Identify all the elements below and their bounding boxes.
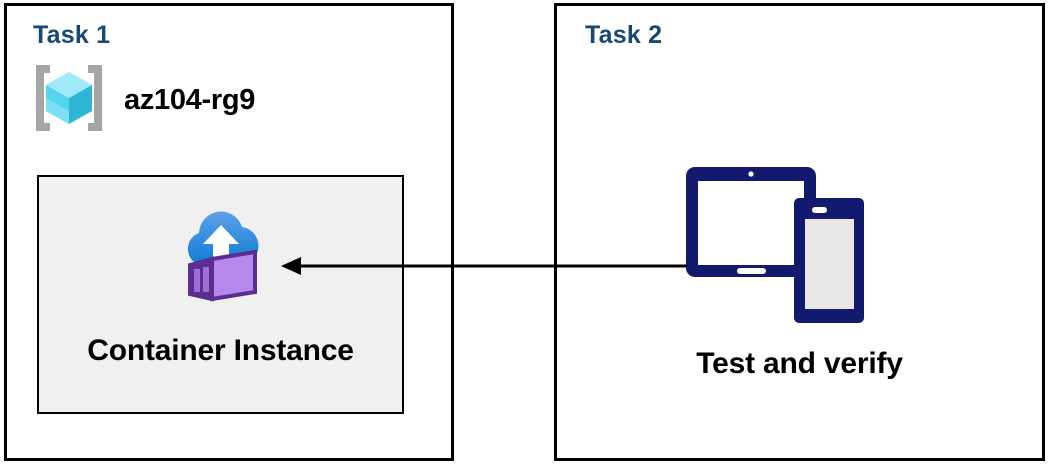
container-instance-box: Container Instance bbox=[37, 175, 404, 414]
container-instance-label: Container Instance bbox=[87, 334, 354, 367]
resource-group-row: az104-rg9 bbox=[30, 59, 255, 142]
task-2-title: Task 2 bbox=[585, 21, 663, 49]
devices-tablet-phone-icon bbox=[675, 160, 875, 340]
resource-group-label: az104-rg9 bbox=[124, 84, 256, 116]
task-1-title: Task 1 bbox=[33, 21, 111, 49]
resource-group-icon bbox=[30, 59, 108, 142]
container-instance-icon bbox=[169, 199, 273, 310]
devices-label: Test and verify bbox=[696, 347, 903, 380]
